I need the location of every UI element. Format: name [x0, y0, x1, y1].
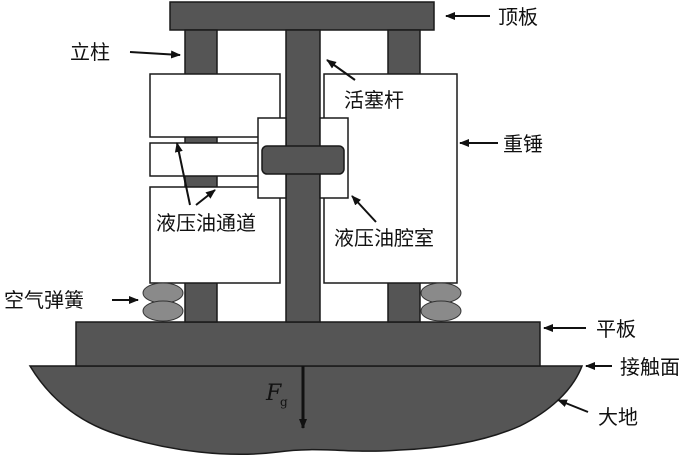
hammer-left-lower: [149, 186, 281, 284]
label-hydraulic-channel: 液压油通道: [156, 211, 256, 235]
label-piston-rod: 活塞杆: [344, 88, 404, 112]
piston-rod: [285, 29, 321, 323]
piston-head: [261, 145, 345, 175]
force-label: F: [265, 381, 282, 406]
label-column: 立柱: [70, 40, 110, 64]
top-plate: [169, 1, 435, 31]
air-spring-left: [142, 282, 184, 322]
leader-channel-1: [174, 142, 191, 206]
label-hydraulic-chamber: 液压油腔室: [334, 226, 434, 250]
label-flat-plate: 平板: [596, 317, 636, 341]
leader-chamber: [351, 195, 377, 223]
air-spring-right: [420, 282, 462, 322]
force-label-subscript: g: [280, 395, 288, 409]
leader-ground: [557, 399, 589, 413]
label-heavy-hammer: 重锤: [503, 132, 543, 156]
ground-shape: [28, 365, 584, 455]
label-contact-surface: 接触面: [620, 355, 680, 379]
leader-column: [129, 50, 181, 59]
leader-channel-2: [195, 189, 216, 206]
label-ground: 大地: [598, 405, 638, 429]
label-top-plate: 顶板: [498, 5, 538, 29]
leader-piston-rod: [326, 59, 356, 81]
label-air-spring: 空气弹簧: [4, 288, 84, 312]
flat-plate: [75, 321, 541, 367]
